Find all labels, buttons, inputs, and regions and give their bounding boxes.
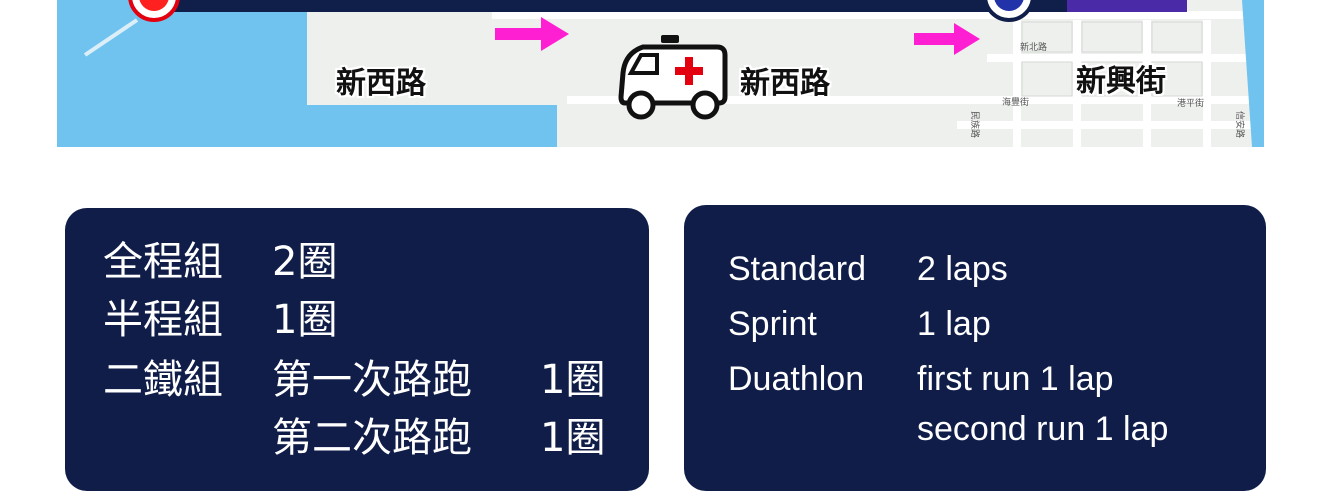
route-line-end (1067, 0, 1187, 12)
laps-panel-en: Standard 2 laps Sprint 1 lap Duathlon fi… (684, 205, 1266, 491)
lap-value: 1圈 (540, 357, 606, 403)
lap-value: first run 1 lap (917, 360, 1114, 398)
lap-group-label: Standard (728, 250, 866, 288)
lap-segment-label: 第一次路跑 (272, 357, 472, 403)
direction-arrow-icon (914, 23, 980, 55)
block-outlines (1021, 21, 1203, 97)
minor-road-label: 民族路 (969, 110, 980, 139)
lap-group-label: Duathlon (728, 360, 865, 398)
laps-panel-zh: 全程組 2圈 半程組 1圈 二鐵組 第一次路跑 1圈 第二次路跑 1圈 (65, 208, 649, 491)
lap-value: 2 laps (917, 250, 1008, 288)
lap-segment-label: 第二次路跑 (272, 415, 472, 461)
street-label: 新西路 (740, 66, 830, 101)
route-line (157, 0, 1187, 12)
minor-road-label: 港平街 (1177, 99, 1205, 109)
minor-road-label: 信安路 (1234, 110, 1245, 139)
lap-value: 2圈 (272, 239, 338, 285)
lap-value: second run 1 lap (917, 410, 1169, 448)
ambulance-icon (618, 35, 728, 120)
minor-road-label: 海豐街 (1002, 98, 1030, 108)
lap-group-label: 全程組 (103, 239, 223, 285)
minor-road-label: 新北路 (1020, 43, 1048, 53)
street-label: 新興街 (1076, 64, 1166, 99)
direction-arrow-icon (495, 17, 569, 51)
map-background (57, 0, 1264, 147)
route-map: 新西路 新西路 新興街 新北路 海豐街 港平街 民族路 信安路 (57, 0, 1264, 147)
lap-value: 1圈 (540, 415, 606, 461)
lap-group-label: 二鐵組 (103, 357, 223, 403)
street-label: 新西路 (336, 66, 426, 101)
lap-group-label: Sprint (728, 305, 817, 343)
lap-value: 1 lap (917, 305, 991, 343)
sea-area-right (1242, 0, 1264, 147)
lap-group-label: 半程組 (103, 297, 223, 343)
sea-path (83, 18, 139, 57)
lap-value: 1圈 (272, 297, 338, 343)
pier-land (307, 0, 492, 103)
